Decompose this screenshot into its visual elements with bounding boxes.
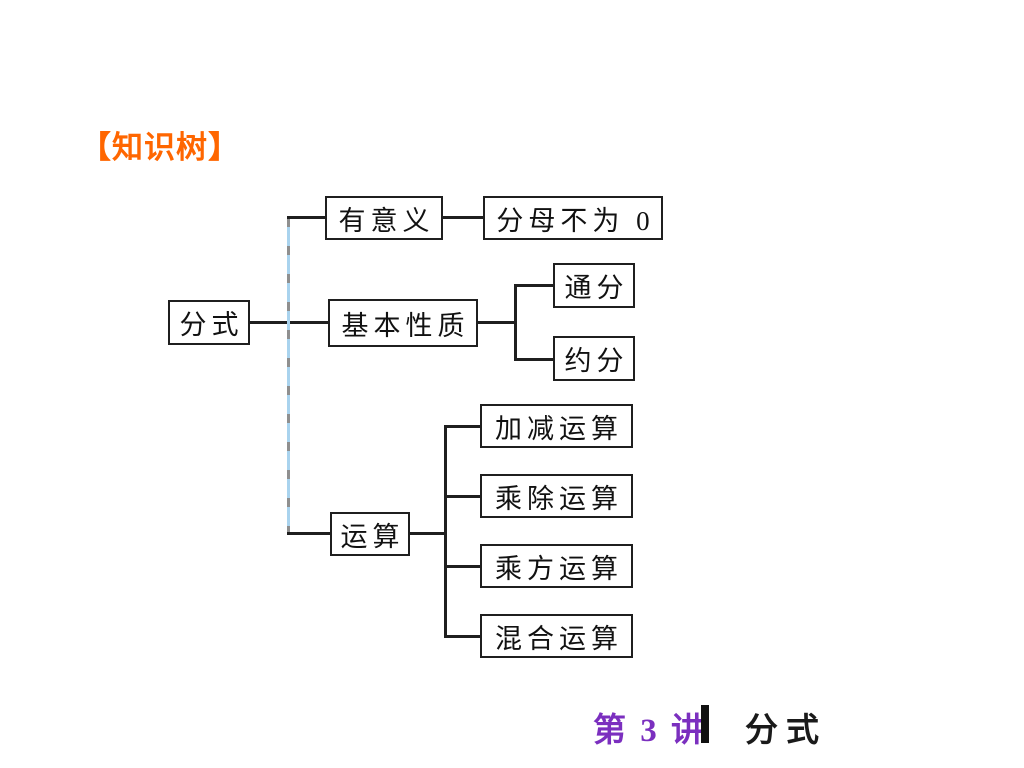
footer-lecture-number: 第 3 讲 <box>593 713 707 749</box>
node-jiben-xingzhi: 基本性质 <box>328 299 478 347</box>
connector-bracket-tongfen <box>514 284 553 287</box>
node-yuefen: 约分 <box>553 336 635 381</box>
connector-bracket-chengchu <box>444 495 480 498</box>
node-hunhe: 混合运算 <box>480 614 633 658</box>
connector-youyiyi-fenmu <box>443 216 483 219</box>
trunk-line <box>287 218 290 534</box>
connector-trunk-yunsuan <box>287 532 330 535</box>
connector-trunk-youyiyi <box>287 216 325 219</box>
node-fenshi-root: 分式 <box>168 300 250 345</box>
connector-bracket-chengfang <box>444 565 480 568</box>
connector-bracket-hunhe <box>444 635 480 638</box>
page-title: 【知识树】 <box>80 130 240 165</box>
footer-topic-title: 分式 <box>745 713 827 749</box>
bracket-jiben <box>514 284 517 361</box>
node-chengchu: 乘除运算 <box>480 474 633 518</box>
connector-yunsuan-bracket <box>410 532 447 535</box>
node-chengfang: 乘方运算 <box>480 544 633 588</box>
footer: 第 3 讲 分式 <box>0 700 1024 749</box>
node-youyiyi: 有意义 <box>325 196 443 240</box>
node-yunsuan: 运算 <box>330 512 410 556</box>
node-tongfen: 通分 <box>553 263 635 308</box>
node-fenmu-buwei0: 分母不为 0 <box>483 196 663 240</box>
connector-bracket-yuefen <box>514 358 553 361</box>
node-jiajian: 加减运算 <box>480 404 633 448</box>
connector-jiben-bracket <box>478 321 517 324</box>
connector-bracket-jiajian <box>444 425 480 428</box>
bracket-yunsuan <box>444 425 447 638</box>
footer-divider-bar <box>701 705 709 743</box>
